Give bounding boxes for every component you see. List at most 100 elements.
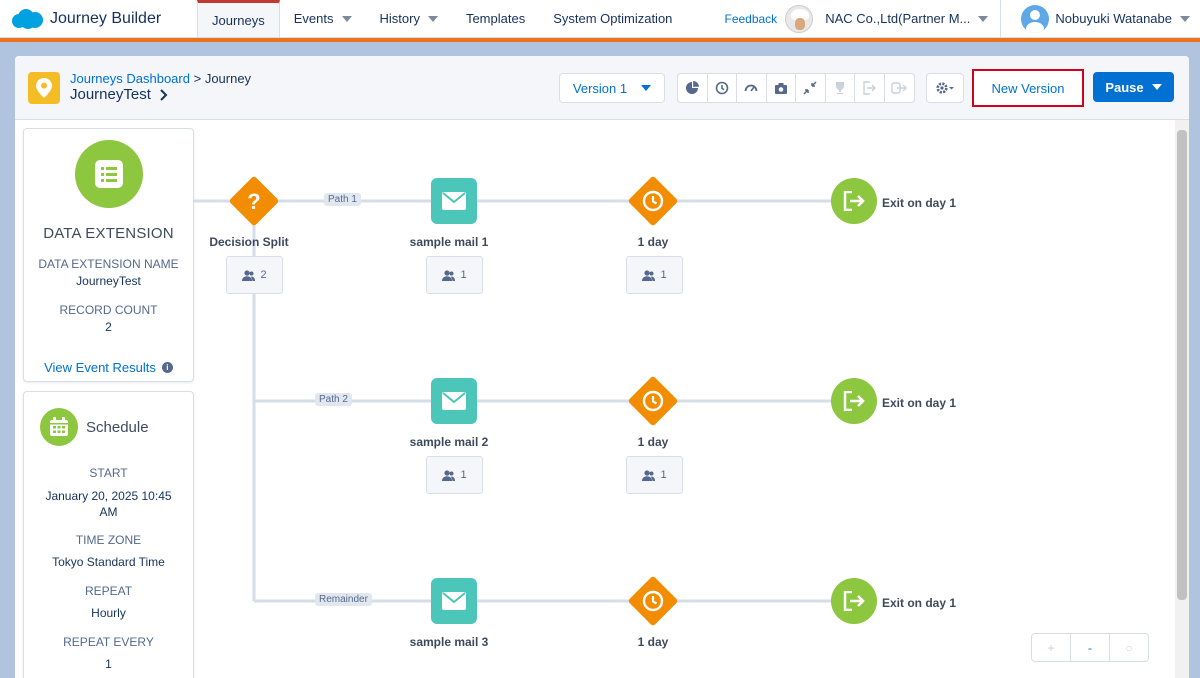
entry-source-title: DATA EXTENSION [43, 225, 174, 242]
wait-node-3-label: 1 day [637, 635, 669, 649]
wait-node-3[interactable] [625, 573, 681, 629]
exit-node-3-label: Exit on day 1 [882, 596, 957, 610]
view-event-results-link[interactable]: View Event Results i [24, 360, 193, 375]
exit-node-1[interactable] [831, 178, 877, 224]
data-extension-icon [74, 140, 143, 208]
start-value: January 20, 2025 10:45 AM [45, 489, 172, 519]
scrollbar-thumb[interactable] [1177, 130, 1187, 600]
contacts-icon [442, 469, 456, 481]
decision-split-count[interactable]: 2 [226, 256, 283, 294]
wait-node-1-label: 1 day [637, 235, 669, 249]
chevron-down-icon [1180, 15, 1190, 22]
exit-arrow-icon [863, 81, 877, 95]
email-node-2[interactable] [431, 378, 477, 424]
breadcrumb-journeys-dashboard[interactable]: Journeys Dashboard [70, 71, 190, 86]
exit-node-2[interactable] [831, 378, 877, 424]
contacts-icon [642, 269, 656, 281]
exit-node-3[interactable] [831, 578, 877, 624]
tab-templates[interactable]: Templates [465, 11, 526, 26]
trophy-icon [835, 82, 844, 94]
brand[interactable]: Journey Builder [0, 0, 197, 37]
exit-goal-icon [891, 82, 908, 94]
version-dropdown[interactable]: Version 1 [559, 73, 665, 103]
gear-icon [936, 82, 954, 94]
goal-exit-button[interactable] [885, 74, 915, 102]
analytics-pie-button[interactable] [678, 74, 708, 102]
record-count-label: RECORD COUNT [59, 303, 158, 317]
vertical-scrollbar[interactable] [1175, 120, 1189, 678]
de-name-value: JourneyTest [76, 274, 141, 288]
wait-node-2-count[interactable]: 1 [626, 456, 683, 494]
wait-node-1[interactable] [625, 173, 681, 229]
zoom-out-button[interactable]: - [1071, 634, 1110, 661]
history-button[interactable] [708, 74, 737, 102]
envelope-icon [442, 192, 466, 210]
tab-events[interactable]: Events [280, 0, 366, 37]
tab-journeys[interactable]: Journeys [197, 0, 280, 37]
envelope-icon [442, 592, 466, 610]
goal-gauge-button[interactable] [737, 74, 767, 102]
exit-criteria-button[interactable] [855, 74, 885, 102]
question-icon: ? [247, 189, 260, 214]
entry-source-panel[interactable]: DATA EXTENSION DATA EXTENSION NAME Journ… [23, 128, 194, 382]
zoom-in-button[interactable]: + [1032, 634, 1071, 661]
timezone-label: TIME ZONE [75, 533, 142, 547]
contacts-icon [642, 469, 656, 481]
collapse-arrows-icon [803, 81, 817, 95]
journey-card: Journeys Dashboard > Journey JourneyTest… [15, 56, 1189, 678]
journey-header: Journeys Dashboard > Journey JourneyTest… [15, 56, 1189, 120]
schedule-panel[interactable]: Schedule START January 20, 2025 10:45 AM… [23, 391, 194, 678]
clock-icon [642, 190, 664, 212]
einstein-avatar-icon[interactable] [785, 4, 814, 33]
email-node-2-count[interactable]: 1 [426, 456, 483, 494]
tab-history[interactable]: History [366, 0, 452, 37]
wait-node-2[interactable] [625, 373, 681, 429]
chevron-down-icon [341, 15, 352, 22]
repeat-value: Hourly [91, 606, 126, 620]
decision-split-node[interactable]: ? [226, 173, 282, 229]
timezone-value: Tokyo Standard Time [52, 555, 165, 569]
repeat-every-label: REPEAT EVERY [63, 635, 154, 649]
gauge-icon [744, 84, 758, 92]
trophy-button[interactable] [826, 74, 855, 102]
clock-icon [642, 390, 664, 412]
new-version-button[interactable]: New Version [972, 69, 1084, 107]
camera-icon [774, 83, 787, 94]
top-navigation: Journey Builder Journeys Events History … [0, 0, 1200, 38]
exit-door-icon [843, 591, 865, 611]
exit-door-icon [843, 391, 865, 411]
breadcrumb: Journeys Dashboard > Journey [70, 71, 252, 86]
user-menu[interactable]: Nobuyuki Watanabe [1001, 0, 1200, 37]
path-tag-2: Path 2 [315, 393, 352, 406]
collapse-button[interactable] [796, 74, 826, 102]
salesforce-cloud-icon [12, 8, 44, 30]
repeat-every-value: 1 [105, 657, 112, 671]
decision-split-label: Decision Split [209, 235, 289, 249]
user-avatar-icon [1021, 4, 1050, 33]
feedback-link[interactable]: Feedback [724, 11, 778, 26]
repeat-label: REPEAT [84, 584, 133, 598]
snapshot-button[interactable] [767, 74, 796, 102]
wait-node-1-count[interactable]: 1 [626, 256, 683, 294]
org-switcher[interactable]: NAC Co.,Ltd(Partner M... [825, 0, 1002, 37]
wait-node-2-label: 1 day [637, 435, 669, 449]
contacts-icon [242, 269, 256, 281]
pie-chart-icon [686, 81, 700, 94]
email-node-3[interactable] [431, 578, 477, 624]
path-tag-1: Path 1 [324, 193, 361, 206]
email-node-1-count[interactable]: 1 [426, 256, 483, 294]
pause-button[interactable]: Pause [1093, 72, 1174, 102]
start-label: START [89, 466, 128, 480]
email-node-1[interactable] [431, 178, 477, 224]
settings-dropdown[interactable] [926, 73, 964, 103]
tab-system-optimization[interactable]: System Optimization [553, 11, 673, 26]
info-icon[interactable]: i [161, 362, 173, 373]
journey-title[interactable]: JourneyTest [70, 86, 171, 103]
chevron-right-icon [160, 88, 168, 101]
zoom-controls: + - ○ [1031, 633, 1149, 662]
nav-accent-bar [0, 38, 1200, 42]
zoom-reset-button[interactable]: ○ [1125, 640, 1133, 655]
chevron-down-icon [641, 85, 652, 91]
email-node-3-label: sample mail 3 [409, 635, 489, 649]
email-node-2-label: sample mail 2 [409, 435, 489, 449]
